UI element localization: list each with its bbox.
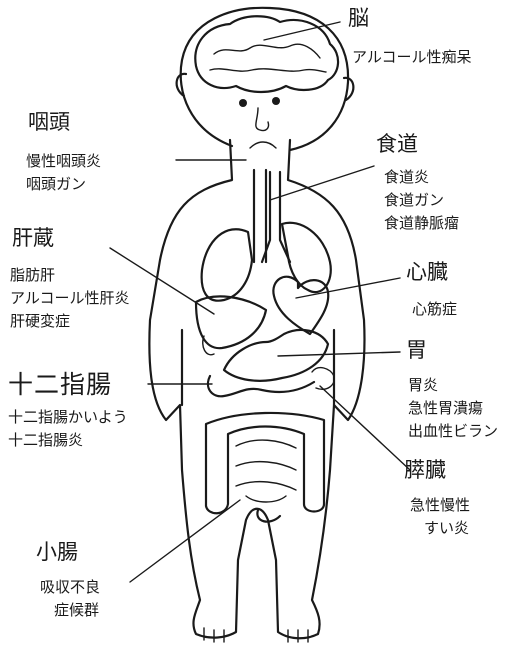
leader-brain	[264, 22, 340, 40]
leader-stomach	[278, 352, 400, 356]
disease-item: 胃炎	[408, 374, 498, 397]
disease-item: すい炎	[410, 517, 470, 540]
disease-item: 急性胃潰瘍	[408, 397, 498, 420]
brain-fold	[210, 69, 326, 72]
lung-left	[202, 229, 252, 300]
disease-item: 症候群	[40, 599, 100, 622]
organ-label-pharynx: 咽頭	[28, 112, 70, 133]
disease-item: 吸収不良	[40, 576, 100, 599]
esophagus-shape	[254, 170, 266, 262]
disease-list-pharynx: 慢性咽頭炎 咽頭ガン	[26, 150, 101, 196]
organ-label-duodenum: 十二指腸	[8, 372, 112, 397]
head-outline	[181, 8, 348, 150]
duodenum-shape	[208, 376, 314, 396]
disease-list-brain: アルコール性痴呆	[352, 46, 472, 69]
eye-right	[272, 97, 280, 105]
eye-left	[239, 99, 247, 107]
disease-item: 十二指腸炎	[8, 429, 128, 452]
organ-label-esophagus: 食道	[376, 134, 418, 155]
disease-item: 肝硬変症	[10, 310, 130, 333]
toes-left	[204, 628, 224, 642]
organ-label-small-intestine: 小腸	[36, 542, 78, 563]
disease-item: 食道ガン	[384, 189, 459, 212]
disease-item: アルコール性痴呆	[352, 46, 472, 69]
toes-right	[288, 630, 308, 642]
disease-item: アルコール性肝炎	[10, 287, 130, 310]
brain-fold	[214, 44, 320, 58]
disease-list-esophagus: 食道炎 食道ガン 食道静脈瘤	[384, 166, 459, 235]
disease-item: 食道炎	[384, 166, 459, 189]
disease-item: 食道静脈瘤	[384, 212, 459, 235]
disease-list-pancreas: 急性慢性 すい炎	[410, 494, 470, 540]
disease-list-stomach: 胃炎 急性胃潰瘍 出血性ビラン	[408, 374, 498, 443]
disease-list-small-intestine: 吸収不良 症候群	[40, 576, 100, 622]
nose	[256, 108, 269, 131]
organ-label-liver: 肝蔵	[12, 228, 54, 249]
pancreas-shape	[312, 368, 334, 390]
organ-label-stomach: 胃	[406, 340, 427, 361]
mouth	[250, 142, 276, 148]
disease-list-heart: 心筋症	[412, 298, 457, 321]
organ-label-pancreas: 膵臓	[404, 460, 446, 481]
disease-item: 慢性咽頭炎	[26, 150, 101, 173]
disease-item: 心筋症	[412, 298, 457, 321]
organ-label-brain: 脳	[348, 8, 369, 29]
small-intestine	[236, 440, 296, 502]
organ-label-heart: 心臓	[406, 262, 448, 283]
disease-item: 出血性ビラン	[408, 420, 498, 443]
leader-esophagus	[270, 166, 374, 200]
disease-list-liver: 脂肪肝 アルコール性肝炎 肝硬変症	[10, 264, 130, 333]
disease-item: 急性慢性	[410, 494, 470, 517]
disease-list-duodenum: 十二指腸かいよう 十二指腸炎	[8, 406, 128, 452]
large-intestine	[206, 413, 324, 513]
heart-shape	[273, 277, 328, 334]
disease-item: 脂肪肝	[10, 264, 130, 287]
disease-item: 十二指腸かいよう	[8, 406, 128, 429]
disease-item: 咽頭ガン	[26, 173, 101, 196]
liver-shape	[196, 296, 266, 348]
